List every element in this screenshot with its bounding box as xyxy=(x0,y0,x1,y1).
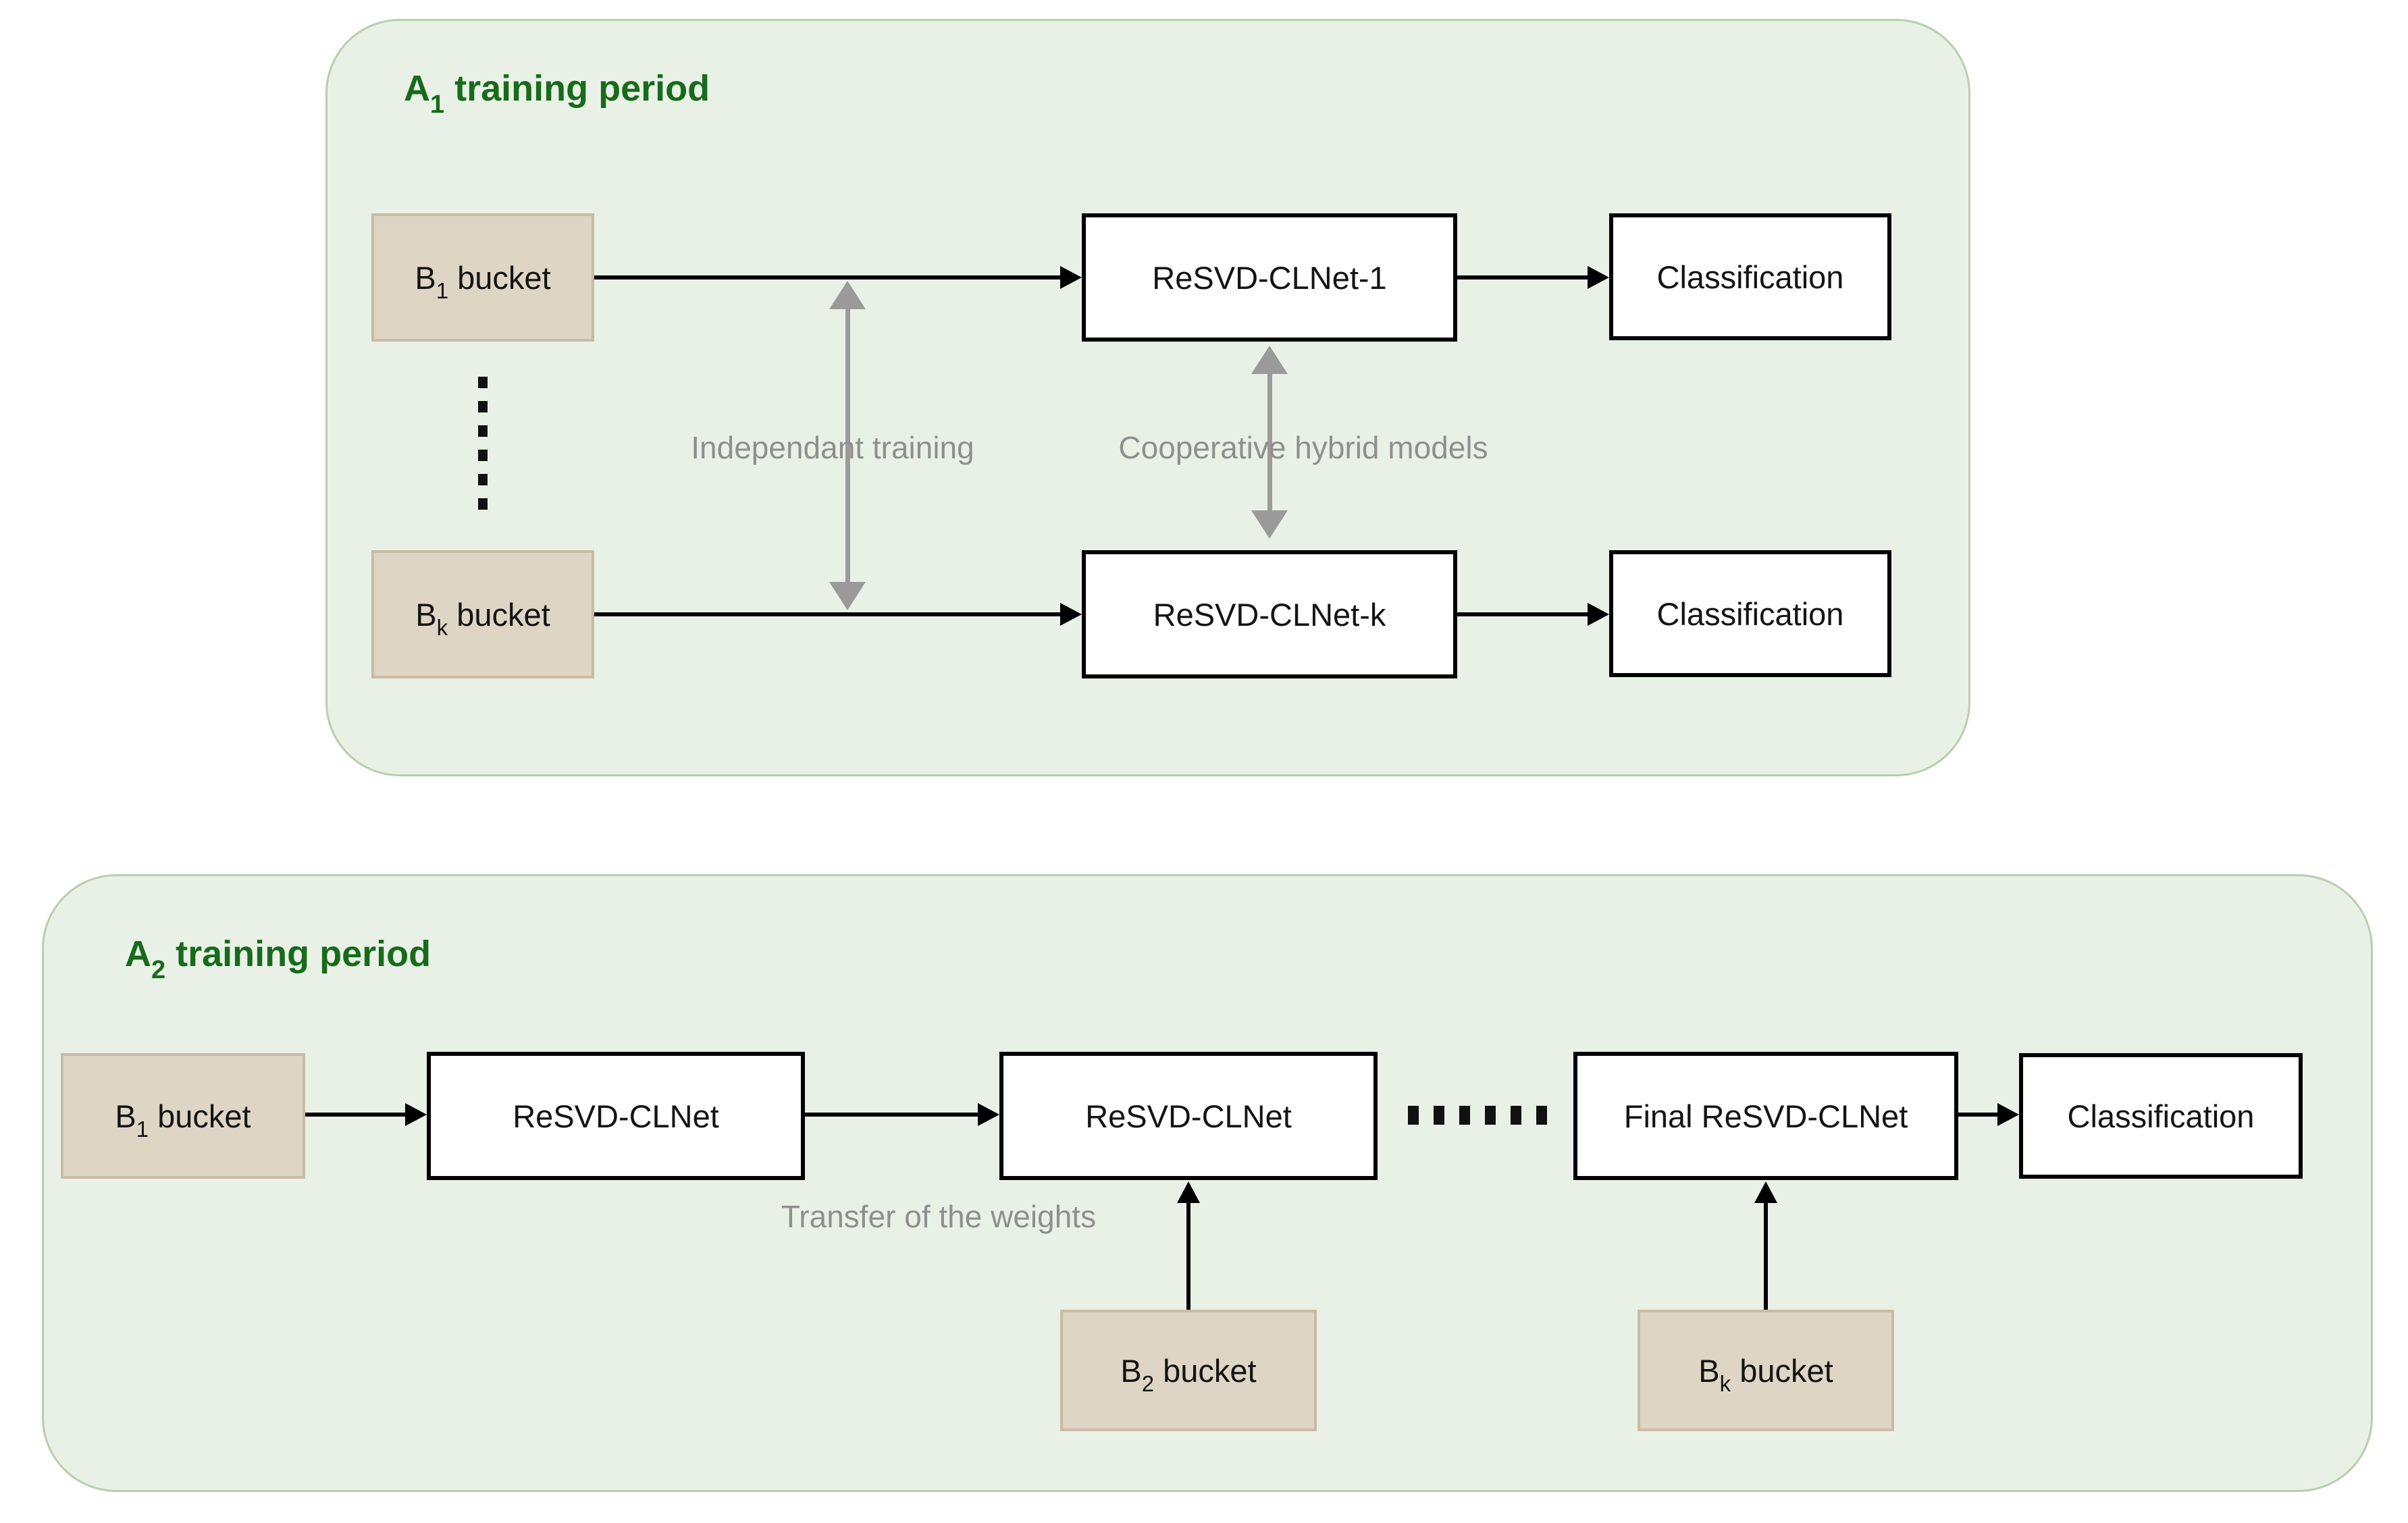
arrow-line xyxy=(1764,1199,1768,1310)
ellipsis-dash xyxy=(1485,1106,1496,1125)
arrow-up-head xyxy=(1754,1181,1777,1203)
resvd-clnet-second-label: ReSVD-CLNet xyxy=(1085,1098,1292,1134)
resvd-clnet-first-box: ReSVD-CLNet xyxy=(427,1052,805,1180)
connector-model-to-model xyxy=(805,1113,979,1117)
resvd-clnet-1-box: ReSVD-CLNet-1 xyxy=(1082,213,1457,342)
resvd-clnet-second-box: ReSVD-CLNet xyxy=(999,1052,1378,1180)
b1-bucket-a2-label: B1 bucket xyxy=(115,1098,251,1142)
classification-row1-label: Classification xyxy=(1656,259,1844,295)
connector-bk-to-modelk xyxy=(594,612,1063,616)
ellipsis-dot xyxy=(478,498,488,510)
arrow-line xyxy=(1186,1199,1190,1310)
resvd-clnet-k-box: ReSVD-CLNet-k xyxy=(1082,550,1457,678)
ellipsis-dash xyxy=(1536,1106,1547,1125)
panel-a2-title-pre: A xyxy=(125,934,151,974)
arrow-up-head xyxy=(1177,1181,1200,1203)
final-resvd-clnet-label: Final ReSVD-CLNet xyxy=(1623,1098,1908,1134)
panel-a1-title-post: training period xyxy=(444,68,710,109)
connector-final-to-class xyxy=(1958,1113,1999,1117)
classification-row2-label: Classification xyxy=(1656,595,1844,632)
bk-bucket-box: Bk bucket xyxy=(371,550,594,678)
ellipsis-dot xyxy=(478,450,488,461)
b1-bucket-label: B1 bucket xyxy=(415,259,551,303)
classification-box-row1: Classification xyxy=(1609,213,1891,340)
resvd-clnet-k-label: ReSVD-CLNet-k xyxy=(1153,596,1386,633)
ellipsis-dash xyxy=(1408,1106,1419,1125)
b1-bucket-box: B1 bucket xyxy=(371,213,594,342)
ellipsis-dot xyxy=(478,474,488,485)
b2-bucket-box: B2 bucket xyxy=(1060,1310,1317,1431)
b2-bucket-label: B2 bucket xyxy=(1120,1352,1257,1396)
arrowhead-b1-to-model1 xyxy=(1060,266,1082,289)
ellipsis-dash xyxy=(1459,1106,1470,1125)
panel-a1-title: A1 training period xyxy=(404,68,710,117)
arrowhead-b1a2-to-model xyxy=(405,1103,427,1126)
double-arrow-line xyxy=(1267,362,1272,523)
arrowhead-model-to-model xyxy=(978,1103,999,1126)
b1-bucket-box-a2: B1 bucket xyxy=(61,1053,305,1179)
ellipsis-dash xyxy=(1511,1106,1521,1125)
panel-a1-title-sub: 1 xyxy=(430,90,445,119)
arrowhead-bk-to-modelk xyxy=(1060,603,1082,626)
connector-model1-to-class1 xyxy=(1457,275,1589,279)
ellipsis-dot xyxy=(478,425,488,437)
arrowhead-model1-to-class1 xyxy=(1588,266,1609,289)
bk-bucket-box-a2: Bk bucket xyxy=(1638,1310,1894,1431)
arrowhead-final-to-class xyxy=(1997,1103,2019,1126)
independent-training-label: Independant training xyxy=(691,430,974,465)
double-arrow-line xyxy=(845,297,850,594)
panel-a2-title-sub: 2 xyxy=(151,955,166,984)
connector-b1-to-model1 xyxy=(594,275,1063,279)
panel-a2-title-post: training period xyxy=(165,934,431,974)
final-resvd-clnet-box: Final ReSVD-CLNet xyxy=(1573,1052,1958,1180)
arrowhead-modelk-to-class2 xyxy=(1588,603,1609,626)
double-arrow-down-head xyxy=(829,582,866,610)
panel-a1-title-pre: A xyxy=(404,68,430,109)
ellipsis-dot xyxy=(478,377,488,388)
panel-a2-title: A2 training period xyxy=(125,933,431,983)
classification-box-row2: Classification xyxy=(1609,550,1891,677)
connector-modelk-to-class2 xyxy=(1457,612,1589,616)
ellipsis-dot xyxy=(478,401,488,412)
double-arrow-down-head xyxy=(1251,510,1288,539)
resvd-clnet-1-label: ReSVD-CLNet-1 xyxy=(1152,259,1387,296)
classification-a2-label: Classification xyxy=(2067,1098,2255,1134)
ellipsis-dash xyxy=(1434,1106,1444,1125)
bk-bucket-label: Bk bucket xyxy=(415,596,550,640)
classification-box-a2: Classification xyxy=(2019,1053,2303,1179)
connector-b1a2-to-model xyxy=(305,1113,407,1117)
bk-bucket-a2-label: Bk bucket xyxy=(1698,1352,1833,1396)
transfer-weights-label: Transfer of the weights xyxy=(781,1199,1097,1234)
cooperative-models-label: Cooperative hybrid models xyxy=(1118,430,1488,465)
resvd-clnet-first-label: ReSVD-CLNet xyxy=(513,1098,719,1134)
